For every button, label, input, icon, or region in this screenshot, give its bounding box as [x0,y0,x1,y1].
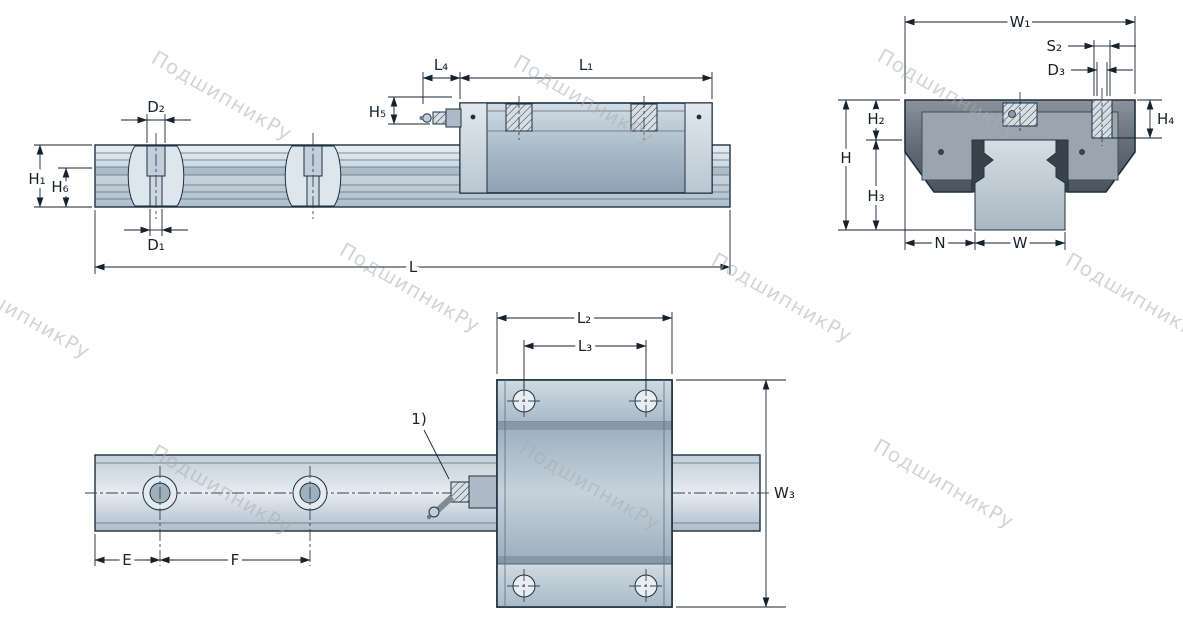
dim-label-e: E [122,551,131,569]
dim-h3: H₃ [838,139,972,231]
note-label: 1) [411,410,426,428]
dim-w3: W₃ [676,379,795,608]
watermark-text: ПодшипникРу [1062,248,1183,348]
dim-w1: W₁ [904,9,1136,94]
dim-n: N [904,152,976,256]
dim-w: W [974,230,1066,256]
dim-label-l1: L₁ [579,56,593,74]
dim-label-h2: H₂ [867,110,884,128]
dim-h: H [836,99,856,231]
end-cap-screw [696,114,702,120]
cross-section-view: W₁ S₂ D₃ H₂ H₃ [836,9,1174,256]
dim-label-h6: H₆ [51,178,68,196]
dim-d1: D₁ [124,209,188,254]
dim-label-h4: H₄ [1157,110,1174,128]
side-view: D₂ D₁ H₁ H₆ L₄ L₁ [24,56,731,280]
carriage-top [496,379,673,608]
dim-h6: H₆ [47,167,92,208]
dim-h1: H₁ [24,144,92,208]
dim-label-d3: D₃ [1047,61,1065,79]
dim-label-d1: D₁ [147,236,165,254]
dim-label-h5: H₅ [369,103,386,121]
dim-l: L [94,210,731,280]
watermark-text: ПодшипникРу [336,238,485,338]
dim-label-h3: H₃ [867,187,884,205]
watermark-text: ПодшипникРу [148,46,297,146]
dim-label-w: W [1013,234,1028,252]
dim-label-f: F [231,551,240,569]
face-screw [1079,149,1085,155]
dim-label-s2: S₂ [1046,37,1062,55]
dim-h2: H₂ [838,99,902,141]
dim-label-d2: D₂ [147,98,165,116]
grease-fitting-top [426,475,498,520]
dim-l2: L₂ [496,305,673,374]
dim-label-h: H [840,149,851,167]
dim-label-l4: L₄ [434,56,448,74]
dim-label-w3: W₃ [774,484,795,502]
dim-e-f: E F [94,534,311,573]
dim-label-n: N [934,234,945,252]
top-view: 1) L₂ L₃ W₃ E F [85,305,795,608]
rail-hole-section-2 [284,133,342,219]
dim-label-h1: H₁ [28,170,45,188]
dim-s2: S₂ [1046,37,1136,96]
face-screw [938,149,944,155]
grease-nipple-cross [1008,110,1016,118]
grease-fitting-side [419,108,462,128]
dim-label-l2: L₂ [577,309,591,327]
dim-l4-l1: L₄ L₁ [422,56,713,104]
dim-h4: H₄ [1112,99,1174,139]
carriage-side [459,96,713,194]
note-callout: 1) [411,410,450,480]
dim-label-w1: W₁ [1010,13,1031,31]
end-cap-screw [470,114,476,120]
carriage-mount-holes [507,384,663,603]
watermark-text: ПодшипникРу [0,264,95,364]
rail-cross-section [974,139,1066,231]
dim-h5: H₅ [369,96,452,125]
dim-d3: D₃ [1047,61,1133,96]
rail-hole-section-1 [127,133,185,219]
dim-l3: L₃ [523,333,647,388]
watermark-text: ПодшипникРу [870,434,1019,534]
dim-label-l3: L₃ [578,337,592,355]
dim-d2: D₂ [121,98,191,143]
watermark-text: ПодшипникРу [708,248,857,348]
